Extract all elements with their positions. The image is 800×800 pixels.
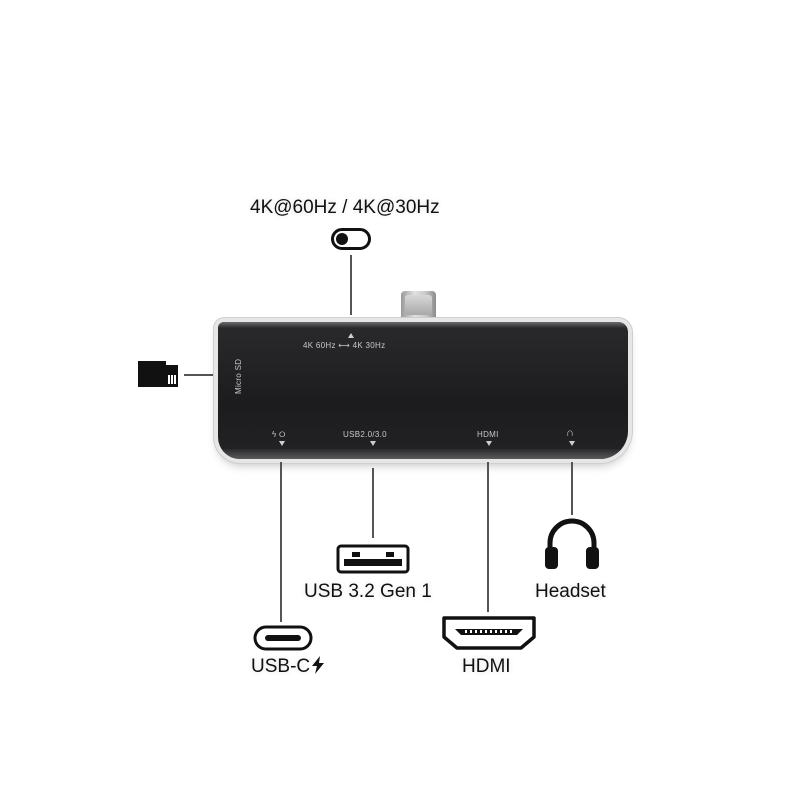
hub-print-hdmi: HDMI	[477, 430, 499, 439]
usb-label: USB 3.2 Gen 1	[304, 581, 432, 602]
usbc-label-text: USB-C	[251, 656, 311, 677]
headphones-icon	[545, 518, 599, 569]
hdmi-label: HDMI	[462, 656, 511, 677]
usbc-connector-line	[280, 462, 282, 622]
hub-print-usbc: ϟ ⭘	[272, 430, 286, 439]
hdmi-port-icon	[442, 616, 536, 650]
switch-label: 4K@60Hz / 4K@30Hz	[250, 197, 440, 218]
hub-top-edge	[218, 322, 628, 328]
usb-port-marker	[370, 441, 376, 446]
toggle-switch-icon	[331, 228, 371, 250]
hub-bottom-edge	[218, 449, 628, 459]
micro-sd-card-icon	[138, 361, 178, 387]
headset-label: Headset	[535, 581, 606, 602]
usbc-label: USB-C	[251, 656, 325, 678]
headset-connector-line	[571, 462, 573, 515]
switch-connector-line	[350, 255, 352, 315]
audio-port-marker	[569, 441, 575, 446]
hub-print-audio: ∩	[566, 427, 575, 439]
hdmi-port-marker	[486, 441, 492, 446]
usb-c-port-icon	[253, 625, 313, 651]
hub-print-switch: 4K 60Hz ⟷ 4K 30Hz	[303, 341, 386, 350]
usbc-port-marker	[279, 441, 285, 446]
switch-port-marker	[348, 333, 354, 338]
hub-print-usb: USB2.0/3.0	[343, 430, 387, 439]
hdmi-connector-line	[487, 462, 489, 612]
microsd-connector-line	[184, 374, 214, 376]
usb-connector-line	[372, 468, 374, 538]
usb-c-hub	[218, 322, 628, 459]
lightning-bolt-icon	[312, 656, 325, 674]
hub-print-microsd: Micro SD	[234, 358, 243, 394]
usb-a-port-icon	[336, 544, 410, 574]
